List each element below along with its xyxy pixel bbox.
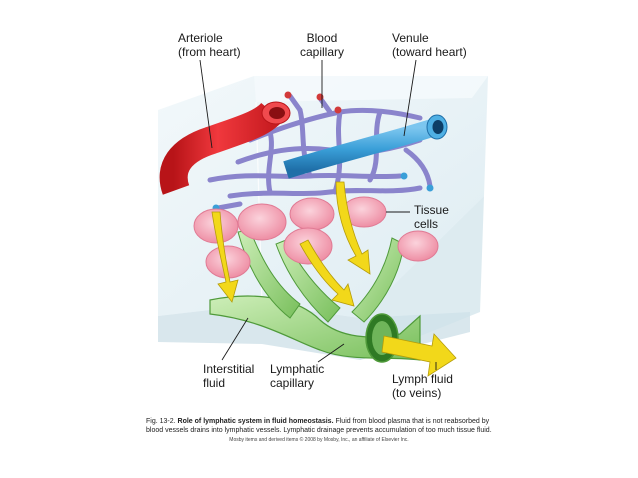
label-lymph-fluid-line1: Lymph fluid [392, 372, 453, 386]
arteriole [159, 101, 291, 195]
lymphatic-capillary [209, 229, 421, 363]
label-blood-capillary-line1: Blood [306, 31, 338, 45]
tissue-cell [289, 197, 335, 231]
caption-text: Fluid from blood plasma that is not reab… [146, 418, 492, 434]
label-tissue-cells: Tissue cells [414, 203, 449, 231]
label-interstitial-fluid: Interstitial fluid [203, 362, 254, 390]
label-arteriole: Arteriole (from heart) [178, 31, 241, 59]
label-interstitial-fluid-line2: fluid [203, 376, 226, 390]
caption-title: Role of lymphatic system in fluid homeos… [177, 418, 334, 425]
fluid-flow-arrows [211, 181, 457, 377]
label-venule-line2: (toward heart) [392, 45, 467, 59]
lymph-flow-arrow [381, 333, 457, 377]
venule [283, 114, 448, 179]
label-lymphatic-capillary-line1: Lymphatic [270, 362, 325, 376]
tissue-cell [397, 230, 439, 262]
flow-arrow [211, 211, 239, 303]
leader-interstitial-fluid [221, 317, 249, 361]
flow-arrow [335, 181, 371, 275]
label-lymph-fluid: Lymph fluid (to veins) [392, 372, 453, 400]
tissue-cells [193, 196, 439, 279]
label-lymphatic-capillary-line2: capillary [270, 376, 315, 390]
leader-arteriole [199, 59, 213, 149]
label-lymph-fluid-line2: (to veins) [392, 386, 442, 400]
label-tissue-cells-line2: cells [414, 217, 439, 231]
copyright-notice: Mosby items and derived items © 2008 by … [229, 437, 409, 443]
caption-figure-number: Fig. 13-2. [146, 418, 176, 425]
leader-venule [403, 59, 417, 137]
label-blood-capillary-line2: capillary [299, 45, 344, 59]
figure-caption: Fig. 13-2. Role of lymphatic system in f… [146, 418, 492, 435]
label-arteriole-line2: (from heart) [178, 45, 241, 59]
label-arteriole-line1: Arteriole [178, 31, 223, 45]
label-interstitial-fluid-line1: Interstitial [203, 362, 255, 376]
label-venule-line1: Venule [392, 31, 429, 45]
tissue-cell [237, 203, 287, 241]
label-blood-capillary: Blood capillary [298, 31, 346, 59]
flow-arrow [299, 239, 355, 307]
label-lymphatic-capillary: Lymphatic capillary [270, 362, 324, 390]
leader-lymphatic-capillary [317, 343, 345, 363]
label-venule: Venule (toward heart) [392, 31, 467, 59]
leader-lines [199, 59, 437, 370]
label-tissue-cells-line1: Tissue [414, 203, 449, 217]
